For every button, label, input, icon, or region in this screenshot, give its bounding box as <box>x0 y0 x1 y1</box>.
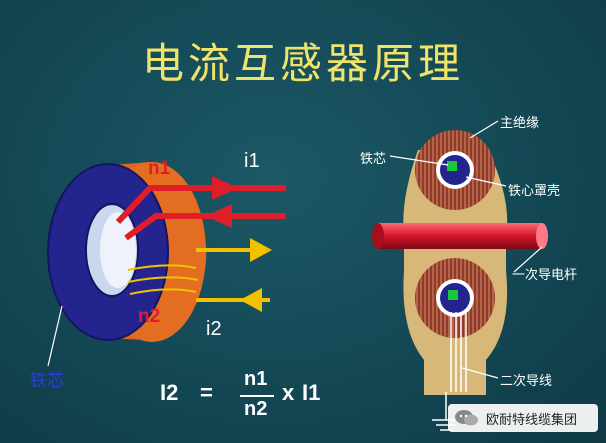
secondary-winding <box>127 264 199 295</box>
secondary-leads <box>196 238 272 312</box>
formula-denominator: n2 <box>244 398 268 420</box>
label-i1: i1 <box>244 150 260 172</box>
formula-rhs: I1 <box>302 380 321 405</box>
label-n2: n2 <box>138 306 161 327</box>
watermark-badge: 欧耐特线缆集团 <box>448 404 598 432</box>
callout-lines <box>389 120 543 379</box>
label-n1: n1 <box>148 158 171 179</box>
label-core-shield: 铁心罩壳 <box>508 184 561 199</box>
label-iron-core: 铁芯 <box>30 371 64 391</box>
toroid-transformer <box>47 162 207 342</box>
label-i2: i2 <box>206 318 222 340</box>
formula-lhs: I2 <box>160 380 179 405</box>
label-core-right: 铁芯 <box>360 152 387 167</box>
primary-conductors <box>115 176 286 241</box>
slide-title: 电流互感器原理 <box>141 39 464 88</box>
formula-times: x <box>282 380 295 405</box>
fraction-bar <box>240 395 274 397</box>
label-main-insulation: 主绝缘 <box>500 116 540 131</box>
ct-cross-section <box>372 130 548 431</box>
label-primary-conductor: 一次导电杆 <box>512 268 578 283</box>
label-secondary-lead: 二次导线 <box>500 374 553 389</box>
ratio-formula: I2 = n1 n2 x I1 <box>160 368 340 428</box>
formula-numerator: n1 <box>244 368 268 390</box>
formula-equals: = <box>200 380 213 405</box>
secondary-wires <box>450 312 467 392</box>
wechat-icon <box>455 410 478 426</box>
watermark-text: 欧耐特线缆集团 <box>486 412 578 428</box>
primary-rod <box>378 223 542 249</box>
